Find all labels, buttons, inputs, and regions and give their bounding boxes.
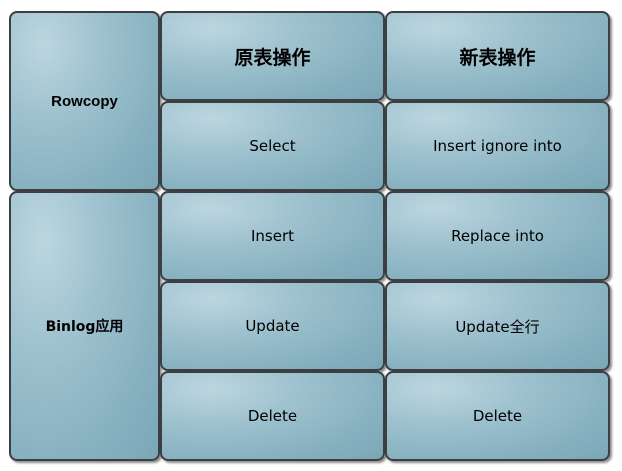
column-header-new-table: 新表操作 <box>385 11 610 101</box>
new-op-replace-into-text: Replace into <box>451 227 544 245</box>
old-op-insert-text: Insert <box>250 227 295 245</box>
column-header-new-table-text: 新表操作 <box>459 46 536 69</box>
old-op-update: Update <box>160 281 385 371</box>
new-op-replace-into: Replace into <box>385 191 610 281</box>
old-op-update-text: Update <box>245 317 300 335</box>
old-op-insert: Insert <box>160 191 385 281</box>
row-label-binlog-text: Binlog应用 <box>45 319 124 335</box>
old-op-select-text: Select <box>249 137 296 155</box>
new-op-update-full-row-text: Update全行 <box>455 317 540 336</box>
old-op-delete-text: Delete <box>247 407 298 425</box>
new-op-insert-ignore-into-text: Insert ignore into <box>433 137 562 155</box>
old-op-select: Select <box>160 101 385 191</box>
column-header-old-table-text: 原表操作 <box>234 46 311 69</box>
new-op-insert-ignore-into: Insert ignore into <box>385 101 610 191</box>
row-label-rowcopy-text: Rowcopy <box>51 92 118 110</box>
row-label-rowcopy: Rowcopy <box>9 11 160 191</box>
old-op-delete: Delete <box>160 371 385 461</box>
new-op-delete: Delete <box>385 371 610 461</box>
column-header-old-table: 原表操作 <box>160 11 385 101</box>
new-op-update-full-row: Update全行 <box>385 281 610 371</box>
row-label-binlog: Binlog应用 <box>9 191 160 461</box>
new-op-delete-text: Delete <box>472 407 523 425</box>
